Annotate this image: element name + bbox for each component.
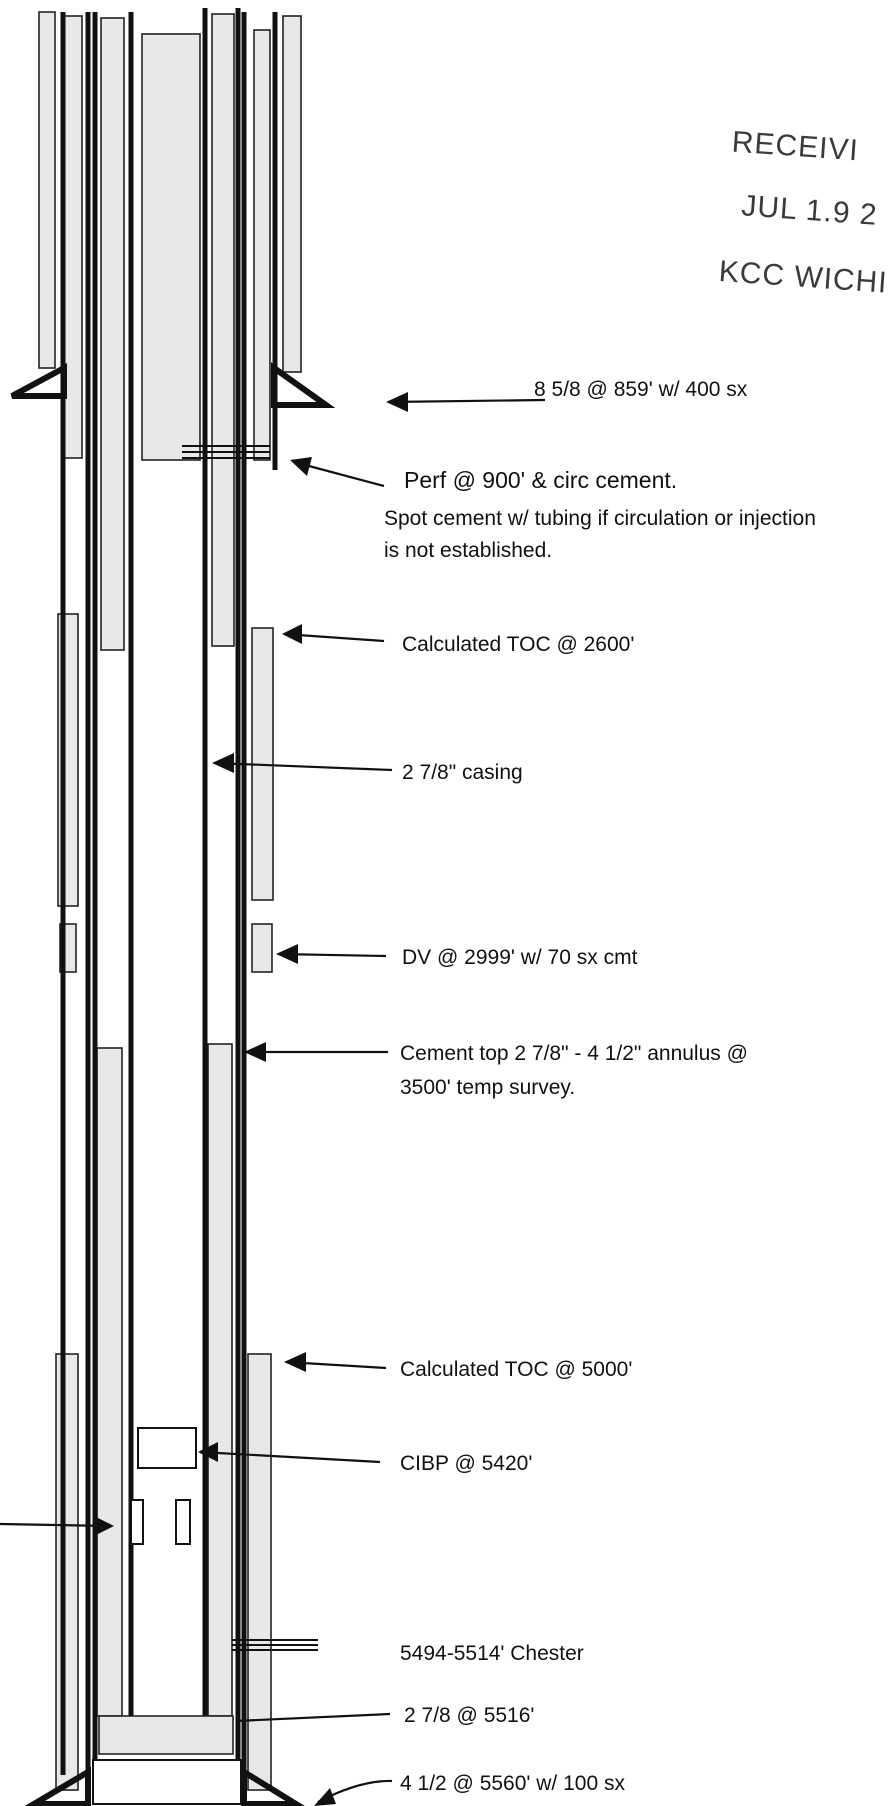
arrow-casing (212, 753, 393, 773)
label-cement-top-line-2: 3500' temp survey. (400, 1076, 575, 1099)
annulus-cement-upper-left (100, 17, 125, 651)
bottom-cement-lower (92, 1759, 242, 1805)
label-cement-top-line-1: Cement top 2 7/8" - 4 1/2" annulus @ (400, 1042, 748, 1065)
arrow-shoe-278 (235, 1712, 391, 1723)
annulus-cement-lower-left (96, 1047, 123, 1717)
arrow-cibp (198, 1442, 381, 1464)
received-stamp: RECEIVI JUL 1.9 2 KCC WICHI (718, 126, 889, 300)
arrow-perf (290, 457, 385, 488)
cement-toc5000-left (55, 1353, 79, 1791)
bottom-shoe-right (241, 1766, 305, 1806)
dv-tool-right (251, 923, 273, 973)
perf-block-right (175, 1499, 191, 1545)
arrow-toc2600 (282, 624, 385, 644)
cibp-plug (137, 1427, 197, 1469)
label-perf-line-1: Perf @ 900' & circ cement. (404, 467, 677, 493)
label-toc-2600: Calculated TOC @ 2600' (402, 633, 634, 656)
label-perf-line-3: is not established. (384, 539, 552, 562)
stamp-line-2: JUL 1.9 2 (740, 189, 878, 231)
arrow-dv (276, 944, 387, 964)
surface-shoe-left (10, 362, 67, 399)
stamp-line-1: RECEIVI (731, 126, 860, 168)
annulus-cement-lower-right (207, 1043, 233, 1717)
arrow-cement-top (244, 1042, 388, 1062)
surface-cement-left-outer (38, 11, 56, 369)
label-toc-5000: Calculated TOC @ 5000' (400, 1358, 632, 1381)
surface-cement-right-inner (253, 29, 271, 461)
label-perf-line-2: Spot cement w/ tubing if circulation or … (384, 507, 816, 530)
arrow-toc5000 (284, 1352, 387, 1372)
arrow-shoe-412 (314, 1779, 393, 1806)
arrow-surface-casing (386, 392, 546, 412)
label-casing: 2 7/8" casing (402, 761, 523, 784)
label-shoe-278: 2 7/8 @ 5516' (404, 1704, 534, 1727)
label-chester: 5494-5514' Chester (400, 1642, 584, 1665)
label-dv: DV @ 2999' w/ 70 sx cmt (402, 946, 638, 969)
label-cibp: CIBP @ 5420' (400, 1452, 532, 1475)
surface-shoe-right (271, 362, 336, 408)
label-surface-casing: 8 5/8 @ 859' w/ 400 sx (534, 378, 748, 401)
bottom-cement-upper (98, 1715, 234, 1755)
cement-toc5000-right (247, 1353, 272, 1791)
arrow-left-side (0, 1516, 114, 1536)
label-shoe-412: 4 1/2 @ 5560' w/ 100 sx (400, 1772, 625, 1795)
bottom-shoe-left (24, 1766, 91, 1806)
surface-cement-right-outer (282, 15, 302, 373)
annulus-cement-upper-right (211, 13, 235, 647)
surface-cement-plug (141, 33, 201, 461)
stamp-line-3: KCC WICHI (718, 255, 889, 300)
perf-block-left (130, 1499, 144, 1545)
